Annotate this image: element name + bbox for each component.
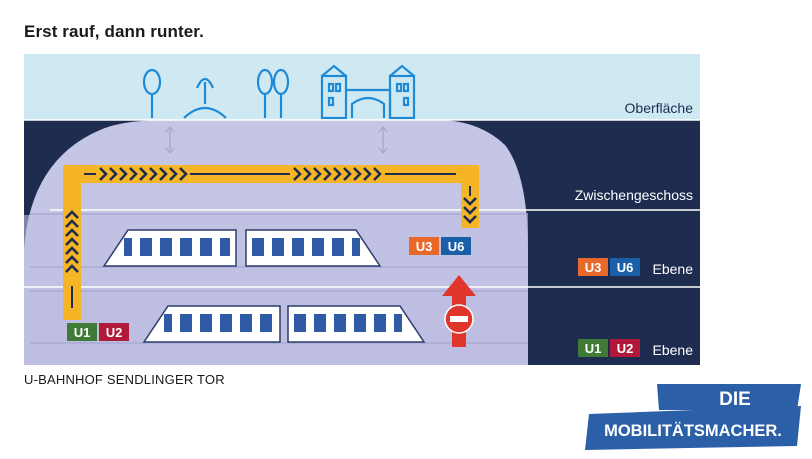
level-label-lower-platform: U1 U2 Ebene — [578, 339, 693, 358]
line-badge-u2 — [99, 323, 129, 341]
line-badge-u3 — [409, 237, 439, 255]
no-entry-icon — [444, 304, 474, 334]
svg-text:U3: U3 — [585, 260, 602, 275]
line-label: U2 — [106, 325, 123, 340]
route-path — [63, 165, 479, 320]
svg-text:U2: U2 — [617, 341, 634, 356]
tree-icon — [256, 68, 274, 118]
svg-text:Ebene: Ebene — [653, 261, 694, 277]
surface-sky — [24, 54, 700, 120]
level-label-mezzanine: Zwischengeschoss — [575, 187, 693, 203]
line-badge-u6 — [441, 237, 471, 255]
page-title: Erst rauf, dann runter. — [24, 22, 204, 41]
line-label: U3 — [416, 239, 433, 254]
line-badge-u1 — [67, 323, 97, 341]
svg-text:U6: U6 — [617, 260, 634, 275]
up-down-arrow-icon — [378, 125, 388, 155]
up-down-arrow-icon — [165, 125, 175, 155]
city-gate-icon — [320, 64, 416, 120]
svg-text:DIE: DIE — [719, 389, 751, 410]
surface-skyline — [142, 64, 416, 120]
level-label-upper-platform: U3 U6 Ebene — [578, 258, 693, 277]
svg-text:Ebene: Ebene — [653, 342, 694, 358]
train-lower — [142, 305, 426, 343]
train-upper — [102, 229, 382, 267]
line-label: U1 — [74, 325, 91, 340]
level-lines — [24, 119, 700, 288]
svg-text:MOBILITÄTSMACHER.: MOBILITÄTSMACHER. — [604, 422, 782, 440]
route-end-badge: U3 U6 — [409, 237, 471, 255]
station-caption: U-BAHNHOF SENDLINGER TOR — [24, 372, 225, 387]
line-label: U6 — [448, 239, 465, 254]
svg-text:U1: U1 — [585, 341, 602, 356]
tree-icon — [142, 68, 162, 118]
mobilitaetsmacher-logo: DIE MOBILITÄTSMACHER. — [585, 384, 801, 450]
fountain-icon — [183, 77, 227, 119]
route-start-badge: U1 U2 — [67, 323, 129, 341]
tree-icon — [272, 68, 290, 118]
level-label-surface: Oberfläche — [625, 100, 694, 116]
